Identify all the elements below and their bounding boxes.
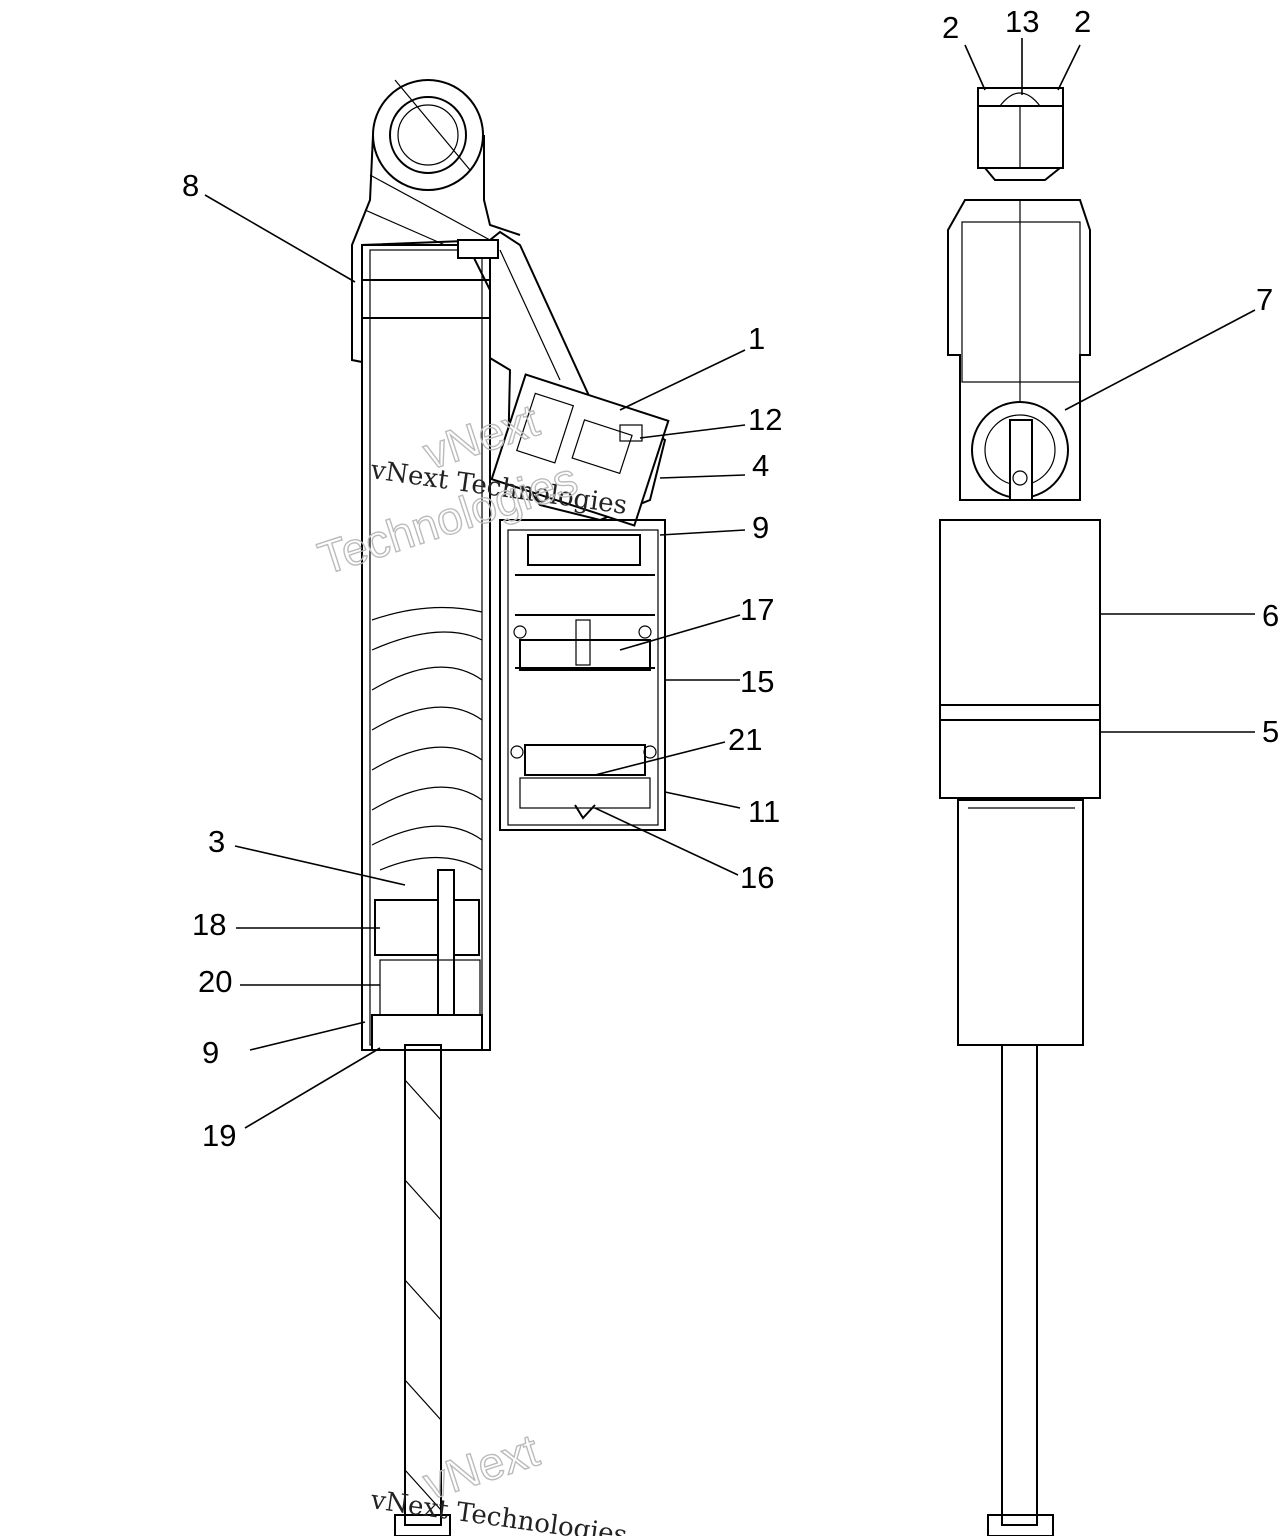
callout-20: 20 — [198, 964, 232, 999]
callout-15: 15 — [740, 664, 774, 699]
callout-4: 4 — [752, 448, 769, 483]
watermark-lower: vNext Technologies vNext — [368, 1423, 629, 1536]
callout-8: 8 — [182, 168, 199, 203]
callout-2-left: 2 — [942, 10, 959, 45]
callout-7: 7 — [1256, 282, 1273, 317]
callout-12: 12 — [748, 402, 782, 437]
callout-9: 9 — [752, 510, 769, 545]
callout-13: 13 — [1005, 4, 1039, 39]
callout-3: 3 — [208, 824, 225, 859]
exterior-view — [939, 87, 1101, 1536]
leader-lines — [204, 38, 1256, 1129]
callout-10: 9 — [202, 1035, 219, 1070]
adjuster-block — [490, 373, 670, 527]
watermark-serif-lower: vNext Technologies — [368, 1485, 629, 1536]
callout-1: 1 — [748, 321, 765, 356]
cross-section-view — [351, 79, 670, 1536]
spring-coils — [371, 606, 483, 871]
callout-17: 17 — [740, 592, 774, 627]
reservoir — [499, 519, 666, 831]
watermark-outline-line1-lower: vNext — [417, 1424, 545, 1510]
callout-6: 6 — [1262, 598, 1279, 633]
callout-19: 19 — [202, 1118, 236, 1153]
callout-2-right: 2 — [1074, 4, 1091, 39]
callout-18: 18 — [192, 907, 226, 942]
callout-16: 16 — [740, 860, 774, 895]
callouts: 8 1 12 4 9 17 15 21 11 16 3 18 20 9 19 2… — [182, 4, 1279, 1153]
callout-5: 5 — [1262, 714, 1279, 749]
callout-21: 21 — [728, 722, 762, 757]
callout-11: 11 — [748, 794, 780, 829]
